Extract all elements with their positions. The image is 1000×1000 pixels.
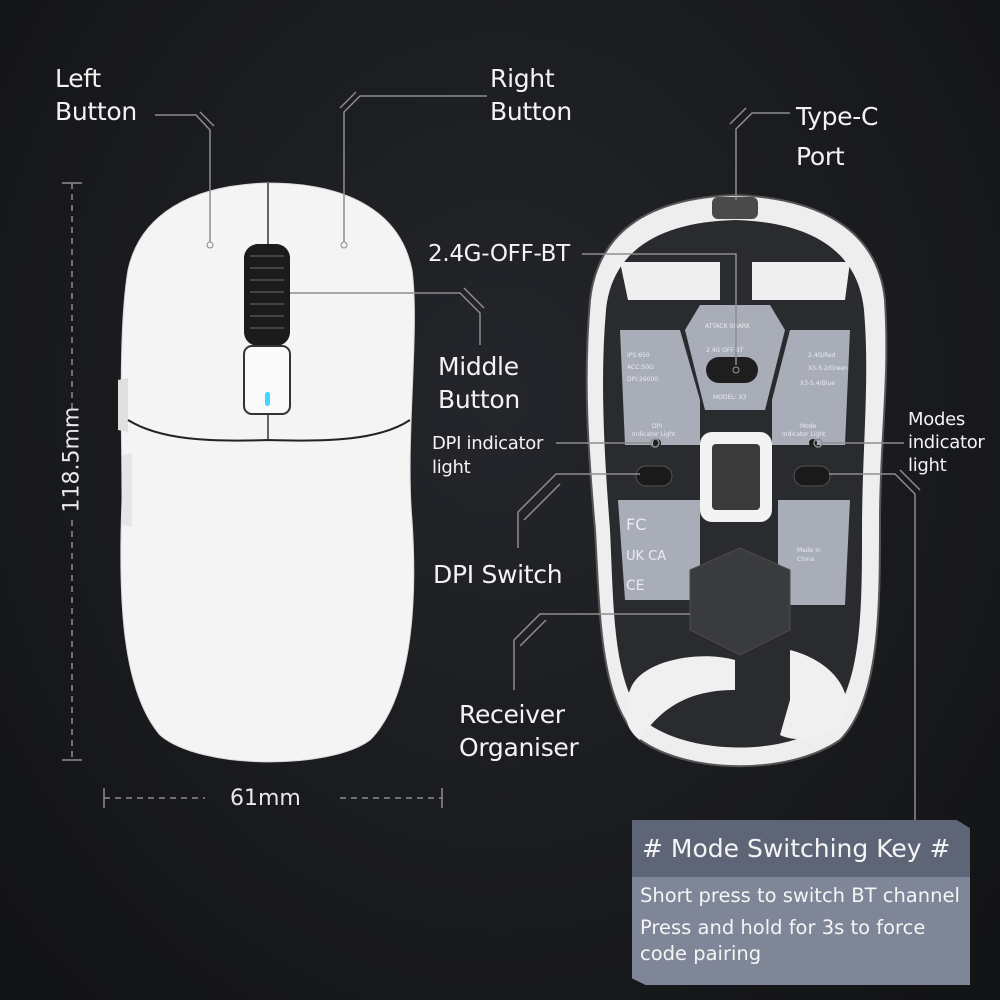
- sticker-spec: IPS:650: [627, 352, 650, 359]
- label-line: Organiser: [459, 733, 579, 762]
- sticker-mode-light: Indicator Light: [782, 431, 826, 438]
- receiver-cover: [689, 547, 791, 656]
- label-line: Button: [490, 97, 572, 126]
- leader-lines: [62, 91, 921, 820]
- dpi-button: [243, 345, 291, 415]
- label-line: Left: [55, 64, 101, 93]
- label-line: Receiver: [459, 700, 565, 729]
- label-line: Right: [490, 64, 555, 93]
- dpi-switch-button: [635, 465, 673, 487]
- label-receiver-organiser: Receiver Organiser: [459, 698, 579, 764]
- sticker-mode-light: Mode: [800, 423, 817, 430]
- label-line: light: [908, 455, 947, 476]
- label-dpi-indicator: DPI indicator light: [432, 432, 543, 480]
- sticker-mode-color: 2.4G/Red: [808, 352, 836, 359]
- label-line: Modes: [908, 409, 965, 430]
- sticker-model: MODEL: X3: [713, 394, 747, 401]
- label-middle-button: Middle Button: [438, 350, 520, 416]
- mode-switch: [706, 357, 758, 383]
- label-right-button: Right Button: [490, 62, 572, 128]
- sticker-switch-positions: 2.4G OFF BT: [706, 347, 744, 354]
- label-dpi-switch: DPI Switch: [433, 560, 563, 589]
- sticker-ce: CE: [626, 578, 645, 594]
- label-line: indicator: [908, 432, 985, 453]
- sticker-dpi-light: DPI: [652, 423, 662, 430]
- sticker-mode-color: X3-5.4/Blue: [800, 380, 835, 387]
- sticker-spec: ACC:50G: [627, 364, 654, 371]
- label-line: Button: [55, 97, 137, 126]
- label-modes-indicator: Modes indicator light: [908, 408, 985, 477]
- sticker-mode-color: X3-5.2/Green: [808, 365, 848, 372]
- mode-switching-key-box: # Mode Switching Key # Short press to sw…: [632, 820, 970, 985]
- sticker-origin: Made in: [797, 547, 821, 554]
- label-line: DPI indicator: [432, 433, 544, 454]
- sticker-spec: DPI:26000: [627, 376, 658, 383]
- sticker-ukca: UK CA: [626, 549, 666, 564]
- label-type-c-port: Type-C Port: [796, 97, 878, 177]
- label-line: light: [432, 457, 471, 478]
- sticker-brand: ATTACK SHARK: [705, 323, 751, 330]
- sticker-fc: FC: [626, 515, 646, 534]
- sticker-dpi-light: Indicator Light: [632, 431, 676, 438]
- label-line: Type-C: [796, 102, 879, 131]
- mode-key-button: [793, 465, 831, 487]
- label-mode-switch: 2.4G-OFF-BT: [428, 241, 570, 267]
- mouse-top-view: [118, 182, 415, 763]
- mouse-bottom-view: ATTACK SHARK 2.4G OFF BT MODEL: X3 IPS:6…: [585, 193, 888, 768]
- key-box-line: Short press to switch BT channel: [640, 884, 960, 907]
- key-box-line: Press and hold for 3s to force code pair…: [640, 916, 926, 965]
- sticker-origin: China: [797, 556, 814, 563]
- dimension-width: 61mm: [230, 786, 301, 811]
- key-box-title: # Mode Switching Key #: [632, 820, 970, 877]
- indicator-led: [265, 392, 270, 406]
- label-line: Port: [796, 142, 845, 171]
- label-line: Middle: [438, 352, 519, 381]
- scroll-wheel: [244, 244, 290, 346]
- label-line: Button: [438, 385, 520, 414]
- dimension-height: 118.5mm: [59, 406, 85, 513]
- label-left-button: Left Button: [55, 62, 137, 128]
